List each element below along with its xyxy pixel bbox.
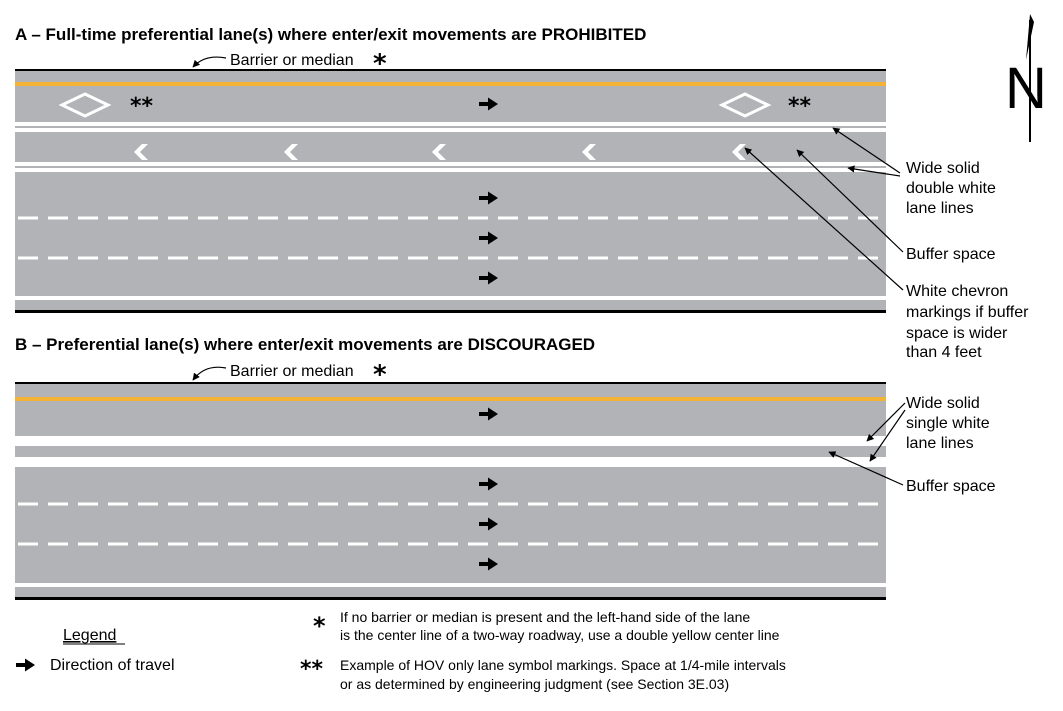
panel-b-single-line-callout: Wide solid single white lane lines xyxy=(866,395,990,462)
hov-diamond-symbol xyxy=(718,92,772,118)
panel-b-buffer-callout: Buffer space xyxy=(828,451,996,495)
note-single-star: * If no barrier or median is present and… xyxy=(313,609,780,643)
note-1-line-1: If no barrier or median is present and t… xyxy=(340,609,750,625)
hov-double-star: ** xyxy=(130,94,154,119)
legend-direction-label: Direction of travel xyxy=(50,657,175,674)
panel-b-roadway xyxy=(15,382,886,600)
north-arrow: N xyxy=(1005,14,1047,142)
single-line-callout-line-3: lane lines xyxy=(906,435,974,452)
double-line-callout-line-3: lane lines xyxy=(906,200,974,217)
single-line-callout-line-2: single white xyxy=(906,415,990,432)
double-line-callout-line-1: Wide solid xyxy=(906,160,980,177)
note-1-star-symbol: * xyxy=(313,612,326,640)
panel-a-edge-line xyxy=(15,296,886,300)
legend-direction-arrow-icon xyxy=(16,658,35,672)
note-2-star-symbol: ** xyxy=(300,657,324,682)
single-line-callout-line-1: Wide solid xyxy=(906,395,980,412)
note-1-line-2: is the center line of a two-way roadway,… xyxy=(340,627,780,643)
panel-a-barrier-line xyxy=(15,69,886,71)
panel-b-barrier-line xyxy=(15,382,886,384)
panel-a-yellow-edge-line xyxy=(15,82,886,86)
panel-a-outer-edge xyxy=(15,310,886,313)
panel-a-double-line-callout: Wide solid double white lane lines xyxy=(832,127,996,217)
chevron-callout-line-1: White chevron xyxy=(906,283,1008,300)
chevron-callout-line-4: than 4 feet xyxy=(906,344,982,361)
hov-diamond-symbol xyxy=(58,92,112,118)
chevron-callout-line-3: space is wider xyxy=(906,325,1008,342)
panel-a-hov-symbols: ** ** xyxy=(58,92,812,119)
panel-b-buffer-label: Buffer space xyxy=(906,478,996,495)
note-2-line-2: or as determined by engineering judgment… xyxy=(340,676,729,692)
panel-a-roadway: ** ** xyxy=(15,69,886,313)
panel-a-title: A – Full-time preferential lane(s) where… xyxy=(15,25,646,44)
panel-b-title: B – Preferential lane(s) where enter/exi… xyxy=(15,335,595,354)
panel-b-barrier-label: Barrier or median xyxy=(230,363,354,380)
double-line-callout-line-2: double white xyxy=(906,180,996,197)
panel-b-bottom-buffer-line xyxy=(15,457,886,467)
panel-a-chevron-callout: White chevron markings if buffer space i… xyxy=(744,147,1029,361)
chevron-callout-line-2: markings if buffer xyxy=(906,304,1029,321)
panel-b-top-buffer-line xyxy=(15,436,886,446)
panel-b-yellow-edge-line xyxy=(15,397,886,401)
panel-a-buffer-callout: Buffer space xyxy=(796,149,996,263)
legend: Legend Direction of travel xyxy=(16,627,175,674)
north-arrow-label: N xyxy=(1005,56,1047,121)
note-double-star: ** Example of HOV only lane symbol marki… xyxy=(300,657,786,692)
note-2-line-1: Example of HOV only lane symbol markings… xyxy=(340,657,786,673)
panel-a-buffer-label: Buffer space xyxy=(906,246,996,263)
hov-double-star: ** xyxy=(788,94,812,119)
panel-a-pavement xyxy=(15,70,886,312)
panel-b-pavement xyxy=(15,383,886,598)
panel-a-barrier-label: Barrier or median xyxy=(230,52,354,69)
legend-title: Legend xyxy=(63,627,116,644)
panel-b-edge-line xyxy=(15,583,886,587)
panel-b-outer-edge xyxy=(15,597,886,600)
